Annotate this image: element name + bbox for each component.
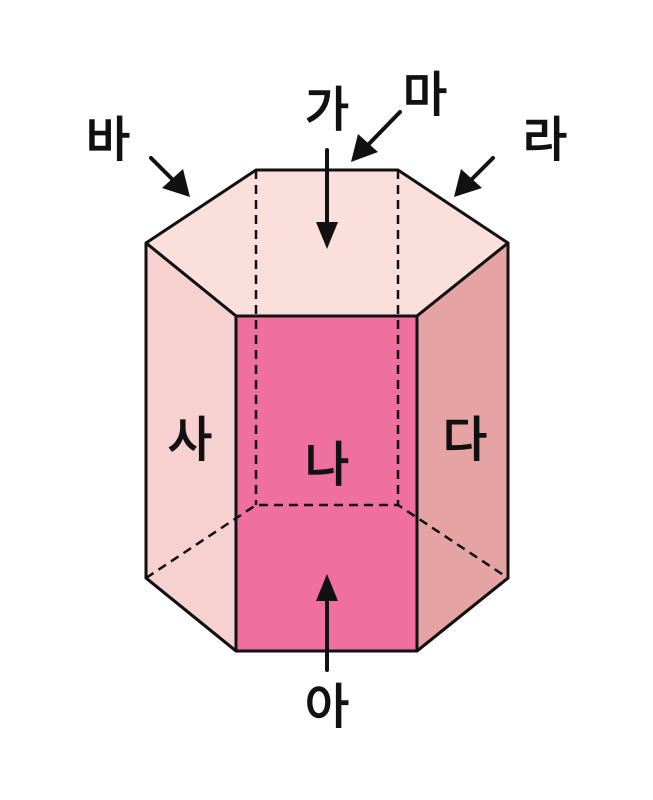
label-na: 나 xyxy=(305,437,349,493)
arrow-ba xyxy=(149,156,190,197)
label-ra: 라 xyxy=(523,112,567,168)
label-ma: 마 xyxy=(403,67,447,123)
hidden-bottom-edges xyxy=(145,503,509,580)
arrow-ra xyxy=(454,156,495,197)
arrow-a xyxy=(316,574,338,672)
arrow-ma xyxy=(351,110,402,162)
arrow-ga xyxy=(316,148,338,249)
label-a: 아 xyxy=(305,679,349,735)
label-sa: 사 xyxy=(168,412,212,468)
hidden-edges xyxy=(145,170,509,580)
label-ga: 가 xyxy=(305,82,349,138)
label-da: 다 xyxy=(443,412,487,468)
label-ba: 바 xyxy=(86,112,130,168)
